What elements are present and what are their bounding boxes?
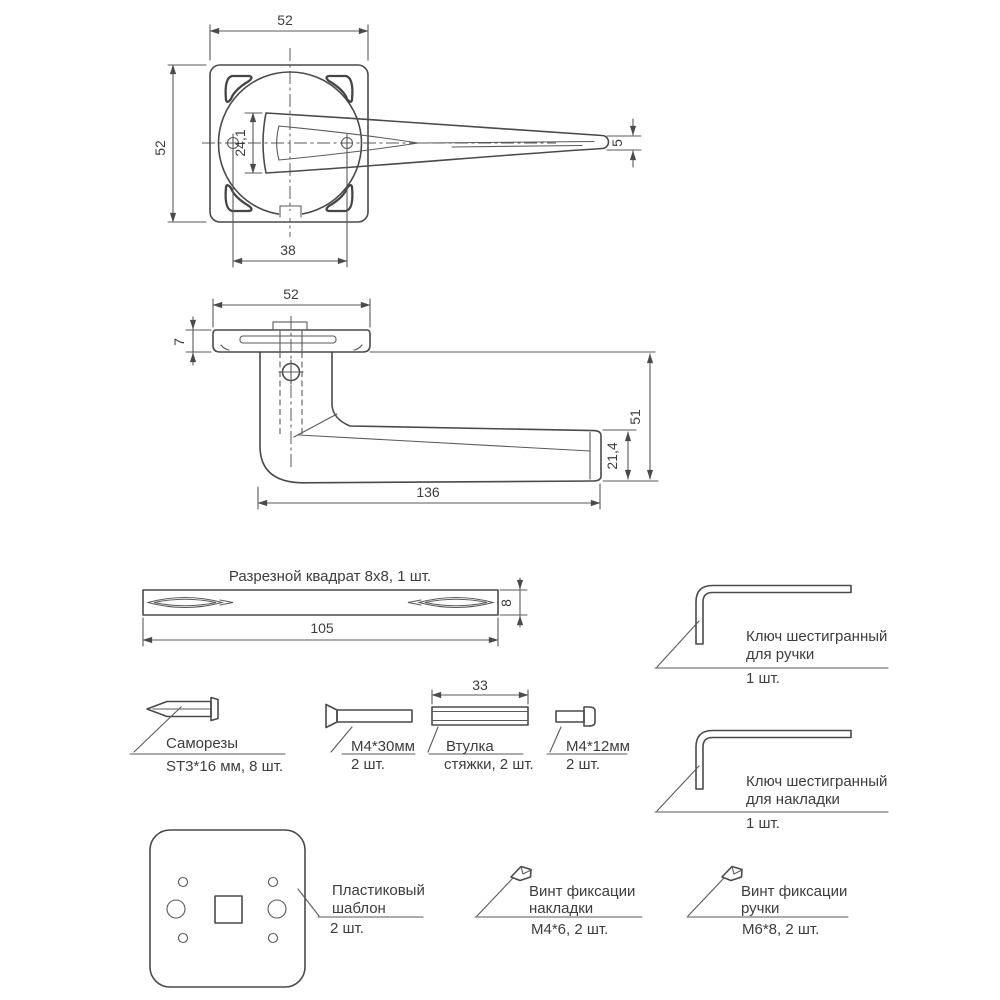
- dim-sleeve-length: 33: [431, 677, 529, 705]
- dim-label-lever-tip: 5: [609, 139, 625, 147]
- bolt-m4x30-icon: [325, 703, 413, 729]
- sleeve-icon: [431, 706, 529, 726]
- dim-label-hole-spacing: 38: [280, 242, 296, 258]
- handle-side-view: 52 7 51 21,4 136: [171, 286, 659, 510]
- fix-screw-handle-line2: ручки: [741, 900, 779, 917]
- screws-leader-line: [129, 706, 286, 755]
- hex-key-handle-leader-line: [654, 620, 889, 669]
- dim-label-spindle-side: 8: [498, 599, 514, 607]
- rosette-notch: [279, 205, 302, 218]
- bolt-m4x12-name: М4*12мм: [566, 738, 630, 755]
- rosette-plate-side: [212, 329, 371, 353]
- screw-icon: [146, 696, 219, 722]
- bolt-m4x30-leader-line: [330, 726, 416, 755]
- fix-screw-handle-icon: [721, 865, 743, 882]
- hex-key-handle-line1: Ключ шестигранный: [746, 628, 887, 645]
- fix-screw-plate-line2: накладки: [529, 900, 593, 917]
- screws-name: Саморезы: [166, 735, 238, 752]
- fix-screw-handle-part: Винт фиксации ручки М6*8, 2 шт.: [686, 865, 849, 938]
- lever-side-view: [259, 316, 602, 484]
- dim-label-total-height: 51: [627, 409, 643, 425]
- sleeve-part: 33 Втулка стяжки, 2 шт.: [427, 677, 534, 773]
- bolt-m4x30-name: М4*30мм: [351, 738, 415, 755]
- fix-screw-handle-line1: Винт фиксации: [741, 883, 847, 900]
- dim-hole-spacing: 38: [232, 151, 348, 268]
- screws-spec: ST3*16 мм, 8 шт.: [166, 758, 283, 775]
- template-qty: 2 шт.: [330, 920, 364, 937]
- dim-lever-end-height: 21,4: [602, 429, 637, 480]
- bolt-m4x12-part: М4*12мм 2 шт.: [546, 706, 630, 773]
- dim-plate-width: 52: [212, 286, 371, 328]
- dim-spindle-length: 105: [142, 617, 499, 647]
- dim-label-lever-length: 136: [416, 484, 440, 500]
- corner-slot-bottom-right: [325, 184, 354, 213]
- template-icon: [149, 829, 306, 988]
- hex-key-handle-line2: для ручки: [746, 646, 814, 663]
- dim-spindle-side: 8: [498, 577, 528, 628]
- hex-key-handle-qty: 1 шт.: [746, 670, 780, 687]
- fix-screw-plate-line1: Винт фиксации: [529, 883, 635, 900]
- handle-top-view: 52 52 38 24,1 5: [152, 12, 642, 268]
- corner-slot-top-right: [325, 74, 354, 103]
- dim-lever-tip: 5: [606, 118, 642, 168]
- dim-label-lever-base: 24,1: [232, 129, 248, 156]
- template-leader-line: [297, 888, 424, 918]
- sleeve-leader-line: [427, 726, 524, 755]
- mounting-holes: [226, 133, 354, 153]
- corner-slot-top-left: [224, 74, 253, 103]
- spindle-hub: [272, 321, 308, 331]
- dim-label-spindle-length: 105: [310, 620, 334, 636]
- bolt-m4x30-qty: 2 шт.: [351, 756, 385, 773]
- hex-key-handle-icon: [695, 584, 852, 645]
- fix-screw-handle-leader-line: [686, 877, 849, 918]
- dim-label-sleeve-length: 33: [472, 677, 488, 693]
- spindle-boss-lines: [279, 329, 303, 353]
- dim-lever-base: 24,1: [232, 112, 263, 174]
- hex-key-plate-qty: 1 шт.: [746, 815, 780, 832]
- plastic-template-part: Пластиковый шаблон 2 шт.: [149, 829, 425, 988]
- dim-label-lever-end-height: 21,4: [604, 442, 620, 469]
- dim-top-width: 52: [209, 12, 369, 61]
- plate-inner-slot: [239, 335, 337, 344]
- spindle-title: Разрезной квадрат 8х8, 1 шт.: [229, 568, 431, 585]
- hex-key-plate-line1: Ключ шестигранный: [746, 773, 887, 790]
- hex-key-plate-line2: для накладки: [746, 791, 840, 808]
- template-line1: Пластиковый: [332, 882, 425, 899]
- bolt-m4x12-icon: [555, 706, 596, 727]
- sleeve-name: Втулка: [446, 738, 494, 755]
- dim-total-height: 51: [602, 353, 659, 482]
- rosette-square-outline: [209, 64, 369, 223]
- fix-screw-handle-spec: М6*8, 2 шт.: [742, 921, 819, 938]
- dim-lever-length: 136: [257, 483, 601, 510]
- bolt-m4x30-part: М4*30мм 2 шт.: [325, 703, 416, 773]
- fix-screw-plate-part: Винт фиксации накладки М4*6, 2 шт.: [474, 865, 643, 938]
- hex-key-handle-part: Ключ шестигранный для ручки 1 шт.: [654, 584, 889, 687]
- dim-label-plate-width: 52: [283, 286, 299, 302]
- spindle-bar: [142, 589, 499, 616]
- notch-mask: [279, 211, 302, 218]
- bolt-m4x12-qty: 2 шт.: [566, 756, 600, 773]
- self-tapping-screws-part: Саморезы ST3*16 мм, 8 шт.: [129, 696, 286, 775]
- template-line2: шаблон: [332, 900, 386, 917]
- dim-plate-thickness: 7: [171, 316, 212, 366]
- bolt-m4x12-leader-line: [546, 726, 628, 755]
- fix-screw-plate-leader-line: [474, 877, 643, 918]
- hex-key-plate-leader-line: [654, 765, 889, 813]
- spindle-slots: [145, 597, 496, 608]
- dim-label-top-width: 52: [277, 12, 293, 28]
- lever-top-view: [262, 112, 610, 174]
- fix-screw-plate-icon: [510, 865, 532, 882]
- plate-corner-hooks: [220, 344, 363, 351]
- sleeve-spec: стяжки, 2 шт.: [444, 756, 534, 773]
- fix-screw-plate-spec: М4*6, 2 шт.: [531, 921, 608, 938]
- spindle-part: Разрезной квадрат 8х8, 1 шт. 8 105: [142, 568, 528, 647]
- dim-label-plate-thickness: 7: [171, 338, 187, 346]
- dim-label-left-height: 52: [152, 140, 168, 156]
- hex-key-plate-icon: [695, 729, 852, 790]
- corner-slot-bottom-left: [224, 184, 253, 213]
- dim-left-height: 52: [152, 64, 207, 223]
- hex-key-plate-part: Ключ шестигранный для накладки 1 шт.: [654, 729, 889, 832]
